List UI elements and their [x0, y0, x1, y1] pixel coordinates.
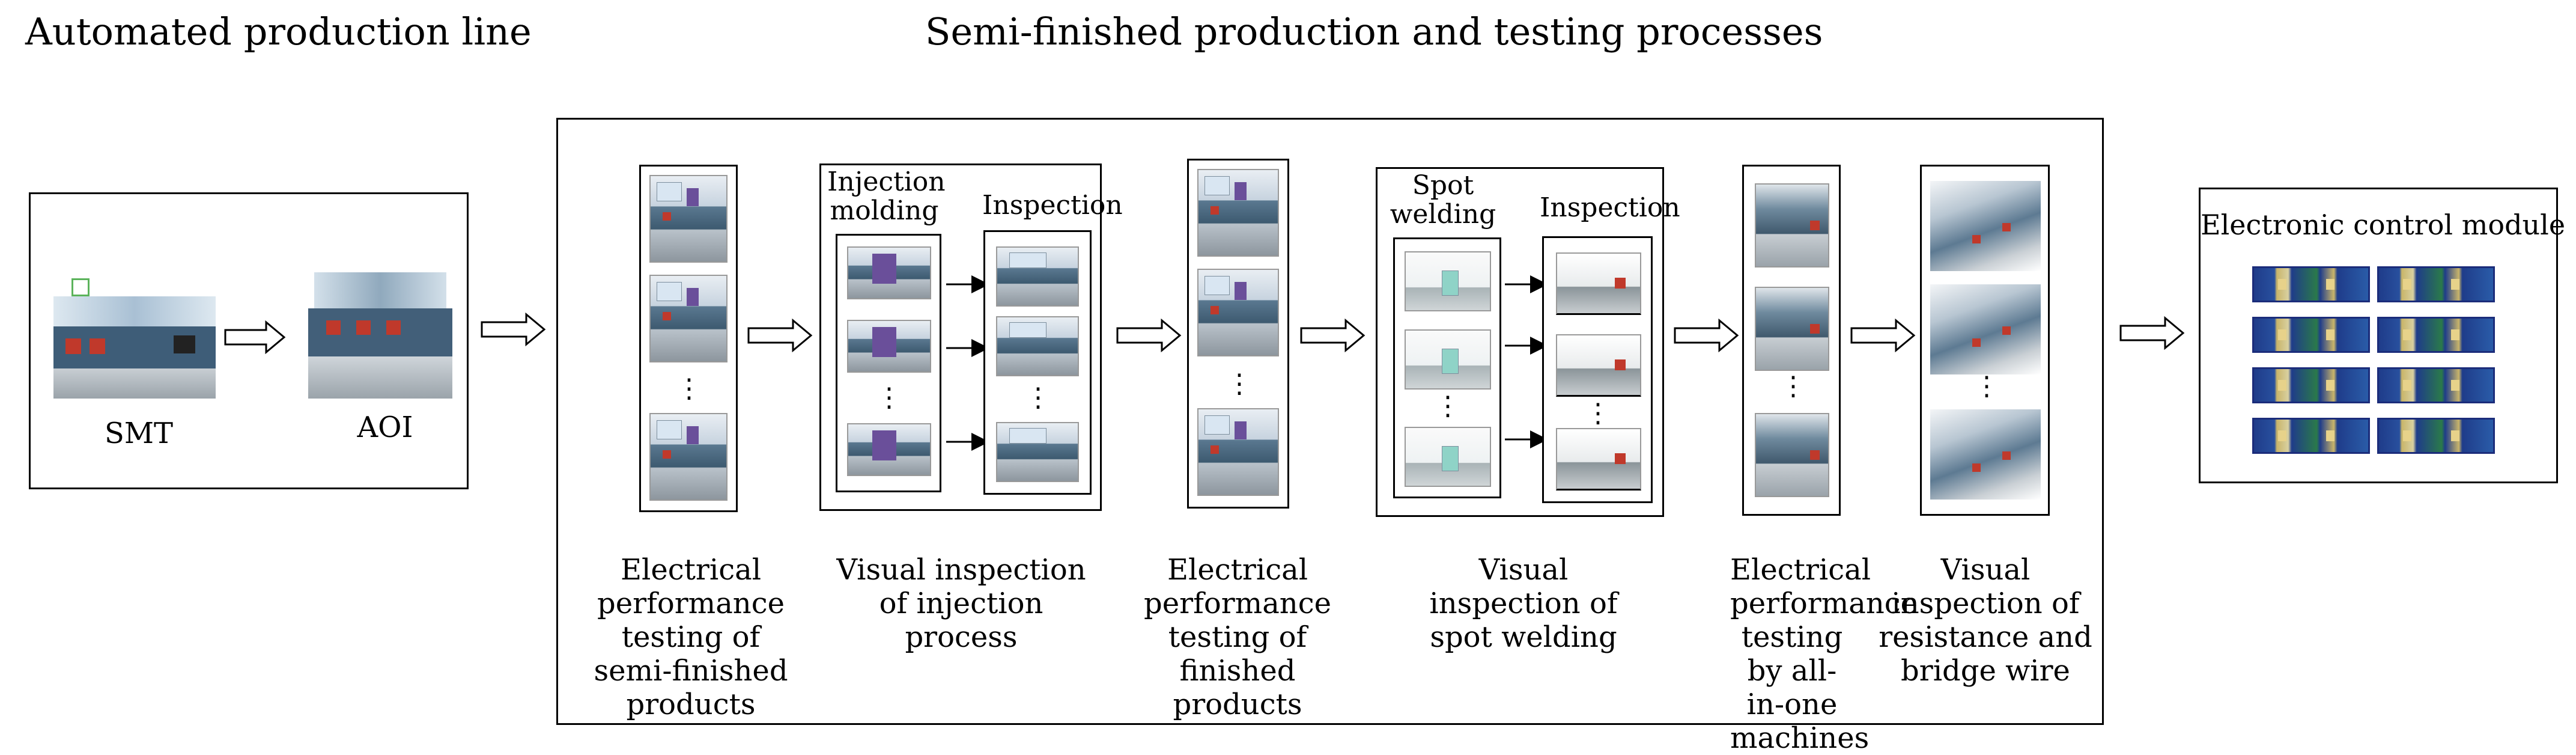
- module-pcb-1: [2252, 266, 2370, 302]
- semi-finished-title: Semi-finished production and testing pro…: [925, 10, 1823, 53]
- inspection-b-image-2: [1556, 334, 1641, 397]
- spot-welding-column: ⋮: [1393, 237, 1501, 498]
- aoi-machine-image: [308, 272, 452, 399]
- injection-molding-label: Injection molding: [827, 167, 946, 226]
- injection-to-inspection-arrows: [946, 275, 989, 451]
- stage2-label: Visual inspection of injection process: [836, 553, 1086, 654]
- module-pcb-3: [2252, 317, 2370, 353]
- injection-image-3: [847, 423, 931, 476]
- module-pcb-7: [2252, 418, 2370, 454]
- stage6-column: ⋮: [1920, 165, 2050, 516]
- inspection-a-ellipsis: ⋮: [1025, 382, 1051, 413]
- spot-welding-ellipsis: ⋮: [1435, 391, 1461, 421]
- arrow-stage2-to-stage3: [1116, 318, 1182, 353]
- arrow-stage4-to-stage5: [1674, 318, 1740, 353]
- module-pcb-6: [2377, 367, 2495, 403]
- stage1-image-3: [649, 413, 728, 501]
- stage5-image-3: [1755, 413, 1829, 497]
- stage6-image-3: [1930, 409, 2041, 500]
- stage5-ellipsis: ⋮: [1780, 371, 1806, 402]
- arrow-stage1-to-stage2: [747, 318, 813, 353]
- stage6-image-2: [1930, 284, 2041, 374]
- inspection-a-image-3: [996, 422, 1079, 482]
- stage5-label: Electrical performance testing by all-in…: [1730, 553, 1918, 755]
- stage6-label: Visual inspection of resistance and brid…: [1879, 553, 2092, 688]
- stage1-image-2: [649, 275, 728, 362]
- arrow-stage5-to-stage6: [1850, 318, 1916, 353]
- smt-machine-image: [53, 278, 216, 399]
- arrow-stage3-to-stage4: [1300, 318, 1366, 353]
- module-pcb-2: [2377, 266, 2495, 302]
- inspection-b-column: ⋮: [1542, 236, 1653, 503]
- aoi-label: AOI: [357, 411, 413, 444]
- module-pcb-4: [2377, 317, 2495, 353]
- arrow-semi-to-output: [2119, 316, 2186, 350]
- injection-image-1: [847, 246, 931, 299]
- stage6-ellipsis: ⋮: [1973, 371, 2000, 402]
- stage5-image-2: [1755, 287, 1829, 371]
- spot-welding-label: Spot welding: [1390, 170, 1496, 230]
- module-pcb-8: [2377, 418, 2495, 454]
- inspection-a-column: ⋮: [983, 230, 1092, 495]
- stage5-column: ⋮: [1742, 165, 1841, 516]
- stage3-label: Electrical performance testing of finish…: [1143, 553, 1332, 721]
- stage6-image-1: [1930, 181, 2041, 271]
- stage4-box: Spot welding Inspection ⋮ ⋮: [1376, 167, 1680, 517]
- inspection-b-image-1: [1556, 252, 1641, 315]
- smt-to-aoi-arrow: [224, 320, 287, 355]
- stage3-image-3: [1197, 408, 1279, 496]
- module-pcb-5: [2252, 367, 2370, 403]
- inspection-a-image-1: [996, 246, 1079, 307]
- injection-ellipsis: ⋮: [876, 382, 902, 413]
- stage1-image-1: [649, 175, 728, 263]
- smt-label: SMT: [104, 417, 174, 450]
- spot-welding-image-2: [1405, 329, 1491, 390]
- inspection-a-image-2: [996, 316, 1079, 376]
- stage1-label: Electrical performance testing of semi-f…: [594, 553, 788, 721]
- stage2-box: Injection molding Inspection ⋮ ⋮: [819, 164, 1123, 511]
- inspection-b-ellipsis: ⋮: [1585, 398, 1611, 429]
- stage3-ellipsis: ⋮: [1226, 368, 1253, 399]
- stage4-label: Visual inspection of spot welding: [1429, 553, 1618, 654]
- arrow-automated-to-semi: [481, 312, 547, 347]
- inspection-b-image-3: [1556, 428, 1641, 491]
- output-title: Electronic control module: [2201, 209, 2566, 241]
- output-box: Electronic control module: [2199, 188, 2566, 483]
- welding-to-inspection-arrows: [1505, 275, 1548, 448]
- spot-welding-image-1: [1405, 251, 1491, 311]
- injection-image-2: [847, 320, 931, 373]
- stage3-column: ⋮: [1187, 159, 1289, 509]
- stage3-image-1: [1197, 169, 1279, 257]
- stage1-ellipsis: ⋮: [676, 373, 702, 404]
- automated-line-title: Automated production line: [25, 10, 532, 53]
- spot-welding-image-3: [1405, 427, 1491, 487]
- stage1-column: ⋮: [639, 165, 738, 512]
- automated-line-box: SMT AOI: [29, 192, 469, 489]
- stage5-image-1: [1755, 183, 1829, 267]
- injection-molding-column: ⋮: [836, 234, 941, 492]
- stage3-image-2: [1197, 269, 1279, 356]
- semi-finished-process-box: [556, 118, 2104, 725]
- inspection-a-label: Inspection: [982, 190, 1123, 221]
- inspection-b-label: Inspection: [1540, 192, 1680, 223]
